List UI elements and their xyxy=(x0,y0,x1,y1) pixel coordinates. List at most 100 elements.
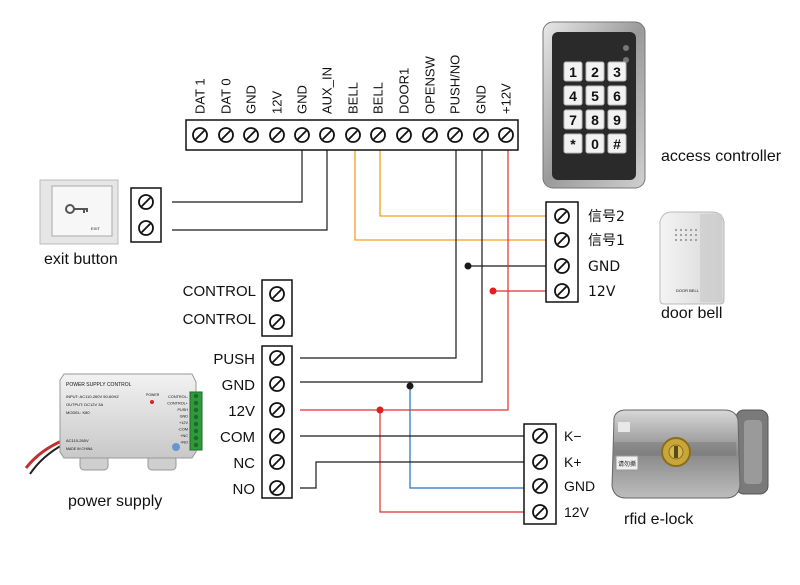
controller-terminal-screw[interactable] xyxy=(345,127,361,143)
wire-push xyxy=(300,136,457,359)
keypad-key-label: 4 xyxy=(569,88,577,104)
lock-sticker: 请勿撕 xyxy=(618,460,636,468)
keypad-key[interactable]: 4 xyxy=(563,85,583,106)
keypad-key[interactable]: 1 xyxy=(563,61,583,82)
keypad-key[interactable]: 3 xyxy=(607,61,627,82)
power-terminal-screw[interactable] xyxy=(269,428,285,444)
wire-lock-12v xyxy=(379,410,530,513)
doorbell-terminal-label: 信号1 xyxy=(588,233,625,249)
keypad-key-label: 2 xyxy=(591,64,599,80)
lock-terminal-screw[interactable] xyxy=(532,454,548,470)
controller-terminal-screw[interactable] xyxy=(396,127,412,143)
controller-terminal-label: GND xyxy=(244,85,259,114)
doorbell-terminal-screw[interactable] xyxy=(554,232,570,248)
wire-controller-gnd xyxy=(300,136,483,383)
psu-side-label: +NC xyxy=(180,434,188,438)
controller-terminal-screw[interactable] xyxy=(269,127,285,143)
lock-terminal-screw[interactable] xyxy=(532,478,548,494)
keypad-key-label: 0 xyxy=(591,136,599,152)
keypad-key-label: 1 xyxy=(569,64,577,80)
keypad-key-label: * xyxy=(570,136,576,152)
psu-side-label: GND xyxy=(180,415,189,419)
controller-terminal-label: OPENSW xyxy=(423,55,438,114)
lock-terminal-label: 12V xyxy=(564,504,590,520)
doorbell-terminal-label: 信号2 xyxy=(588,209,625,225)
lock-terminal-screw[interactable] xyxy=(532,504,548,520)
rfid-lock-device: 请勿撕 xyxy=(611,409,769,499)
controller-terminal-label: BELL xyxy=(346,82,361,114)
psu-side-label: PUSH xyxy=(177,408,188,412)
wire-bell-signal2 xyxy=(379,136,550,217)
power-terminal-screw[interactable] xyxy=(269,350,285,366)
power-terminal-label: GND xyxy=(222,377,256,394)
controller-terminal-screw[interactable] xyxy=(192,127,208,143)
controller-terminal-screw[interactable] xyxy=(370,127,386,143)
keypad-key[interactable]: # xyxy=(607,133,627,154)
exit-button-device: EXIT xyxy=(39,179,119,245)
psu-input: INPUT: AC110-260V 50-60HZ xyxy=(66,394,119,399)
controller-terminal-screw[interactable] xyxy=(473,127,489,143)
power-supply-caption: power supply xyxy=(68,493,162,510)
controller-terminal-screw[interactable] xyxy=(294,127,310,143)
power-terminal-screw[interactable] xyxy=(269,376,285,392)
control-terminal-screw[interactable] xyxy=(269,286,285,302)
psu-made: MADE IN CHINA xyxy=(66,447,93,451)
control-terminal-label: CONTROL xyxy=(183,283,256,300)
junction-12v-bell xyxy=(489,287,497,295)
controller-terminal-label: AUX_IN xyxy=(320,67,335,114)
controller-terminal-screw[interactable] xyxy=(447,127,463,143)
controller-terminal-label: DAT 1 xyxy=(193,78,208,114)
controller-terminal-label: +12V xyxy=(499,83,514,114)
keypad-key[interactable]: 7 xyxy=(563,109,583,130)
lock-terminal-screw[interactable] xyxy=(532,428,548,444)
doorbell-terminal-screw[interactable] xyxy=(554,283,570,299)
exit-tag: EXIT xyxy=(91,226,100,231)
doorbell-terminal-screw[interactable] xyxy=(554,258,570,274)
junction-gnd-bell xyxy=(464,262,472,270)
doorbell-terminal-label: GND xyxy=(588,259,620,275)
wire-exit-auxin xyxy=(172,136,328,231)
keypad-key[interactable]: 9 xyxy=(607,109,627,130)
keypad-key[interactable]: * xyxy=(563,133,583,154)
controller-terminal-label: DOOR1 xyxy=(397,68,412,114)
power-terminal-label: 12V xyxy=(228,403,255,420)
exit-button-caption: exit button xyxy=(44,251,118,268)
controller-terminal-screw[interactable] xyxy=(319,127,335,143)
door-bell-device: DOOR BELL xyxy=(659,211,725,305)
wires xyxy=(172,136,550,513)
controller-terminal-screw[interactable] xyxy=(243,127,259,143)
power-terminal-screw[interactable] xyxy=(269,402,285,418)
keypad-key[interactable]: 5 xyxy=(585,85,605,106)
controller-terminal-screw[interactable] xyxy=(498,127,514,143)
bell-brand: DOOR BELL xyxy=(676,288,700,293)
keypad-key-label: 7 xyxy=(569,112,577,128)
psu-side-label: -COM xyxy=(178,428,188,432)
exit-terminal-screw[interactable] xyxy=(138,194,154,210)
controller-terminal-screw[interactable] xyxy=(218,127,234,143)
lock-terminal-label: GND xyxy=(564,478,595,494)
control-terminal-label: CONTROL xyxy=(183,311,256,328)
controller-terminal-label: GND xyxy=(295,85,310,114)
power-terminal-screw[interactable] xyxy=(269,480,285,496)
doorbell-terminal-screw[interactable] xyxy=(554,208,570,224)
keypad-key[interactable]: 8 xyxy=(585,109,605,130)
keypad-key-label: 9 xyxy=(613,112,621,128)
controller-terminal-label: PUSH/NO xyxy=(448,55,463,114)
psu-model: MODEL: K80 xyxy=(66,410,90,415)
controller-terminal-screw[interactable] xyxy=(422,127,438,143)
psu-side-label: CONTROL- xyxy=(168,395,189,399)
keypad-key[interactable]: 0 xyxy=(585,133,605,154)
doorbell-terminal-label: 12V xyxy=(588,284,616,300)
keypad-key-label: 8 xyxy=(591,112,599,128)
exit-terminal-screw[interactable] xyxy=(138,220,154,236)
psu-side-label: +12V xyxy=(179,421,188,425)
power-terminal-screw[interactable] xyxy=(269,454,285,470)
psu-output: OUTPUT: DC12V 3A xyxy=(66,402,103,407)
keypad-key[interactable]: 6 xyxy=(607,85,627,106)
control-terminal-screw[interactable] xyxy=(269,314,285,330)
wire-controller-12v xyxy=(300,136,509,411)
power-terminal-block xyxy=(261,345,293,499)
keypad-key[interactable]: 2 xyxy=(585,61,605,82)
